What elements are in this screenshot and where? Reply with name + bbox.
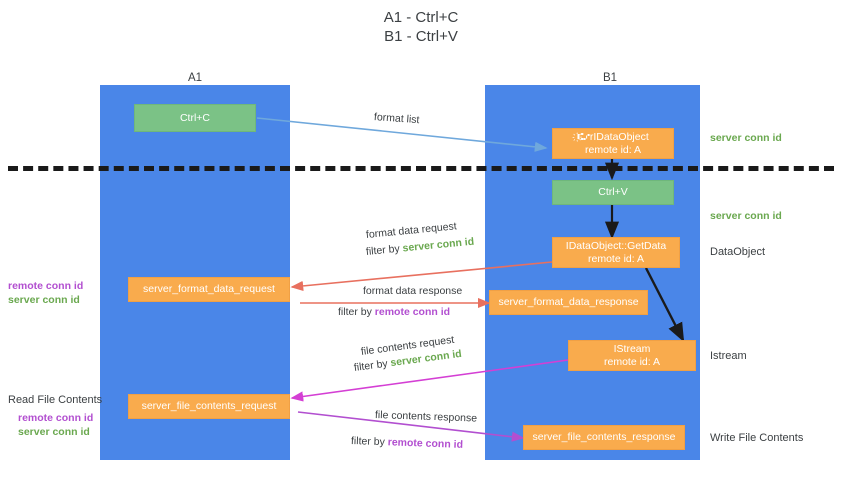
box-server-file-contents-response-label: server_file_contents_response (532, 431, 676, 444)
box-ctrl-v-label: Ctrl+V (598, 186, 628, 199)
column-header-b1-name: B1 (602, 71, 618, 84)
right-label-write-file-contents-text: Write File Contents (710, 432, 804, 444)
right-label-dataobject: DataObject (710, 245, 765, 259)
label-format-data-response: format data response (363, 284, 462, 298)
box-server-file-contents-response: server_file_contents_response (523, 425, 685, 450)
label-format-data-request-filter-prefix: filter by (365, 242, 404, 258)
label-file-contents-response-filter-prefix: filter by (350, 435, 388, 449)
box-idataobject-getdata-line1: IDataObject::GetData (565, 240, 667, 252)
label-format-data-request-filter-value: server conn id (402, 235, 475, 255)
right-label-write-file-contents: Write File Contents (710, 431, 803, 445)
box-setdata-idataobject-line1: ҉⑆⑇rIDataObject (577, 131, 649, 143)
label-file-contents-response: file contents response (375, 408, 478, 426)
left-label-server-conn-bottom: server conn id (18, 425, 90, 438)
box-server-format-data-request-label: server_format_data_request (143, 283, 275, 296)
left-label-read-file-contents: Read File Contents (8, 393, 102, 407)
right-label-server-conn-mid-text: server conn id (710, 210, 782, 222)
box-idataobject-getdata: IDataObject::GetData remote id: A (552, 237, 680, 268)
label-file-contents-response-filter-value: remote conn id (387, 436, 464, 451)
box-setdata-idataobject-line2: remote id: A (584, 143, 642, 156)
box-istream-line2: remote id: A (603, 355, 661, 368)
box-ctrl-c-label: Ctrl+C (179, 111, 211, 124)
left-label-conn-mid: remote conn id server conn id (8, 280, 83, 307)
phase-separator (8, 166, 834, 171)
label-format-data-response-filter-value: remote conn id (374, 306, 451, 318)
label-format-data-response-filter-prefix: filter by (338, 306, 375, 318)
right-label-dataobject-text: DataObject (710, 246, 766, 258)
box-idataobject-getdata-line2: remote id: A (587, 252, 645, 265)
right-label-server-conn-top: server conn id (710, 132, 782, 146)
left-label-server-conn-mid: server conn id (8, 293, 80, 306)
left-label-remote-conn-bottom: remote conn id (18, 412, 94, 424)
label-format-list: format list (374, 110, 420, 127)
label-format-list-text: format list (373, 111, 420, 127)
box-server-file-contents-request-label: server_file_contents_request (141, 400, 277, 413)
right-label-server-conn-top-text: server conn id (710, 132, 782, 144)
column-header-a1-name: A1 (187, 71, 203, 84)
diagram-title: A1 - Ctrl+C B1 - Ctrl+V (383, 9, 459, 45)
right-label-istream-text: Istream (710, 350, 747, 362)
label-file-contents-response-filter: filter by remote conn id (351, 434, 463, 452)
label-format-data-response-filter: filter by remote conn id (338, 305, 450, 319)
box-istream: IStream remote id: A (568, 340, 696, 371)
box-ctrl-c: Ctrl+C (134, 104, 256, 132)
right-label-istream: Istream (710, 349, 747, 363)
box-istream-line1: IStream (613, 343, 651, 355)
box-server-format-data-request: server_format_data_request (128, 277, 290, 302)
label-format-data-response-text: format data response (363, 285, 463, 297)
left-label-remote-conn-mid: remote conn id (8, 280, 84, 292)
box-server-format-data-response-label: server_format_data_response (498, 296, 639, 309)
box-ctrl-v: Ctrl+V (552, 180, 674, 205)
box-server-format-data-response: server_format_data_response (489, 290, 648, 315)
left-label-conn-bottom: remote conn id server conn id (18, 412, 93, 439)
right-label-server-conn-mid: server conn id (710, 210, 782, 224)
label-file-contents-response-text: file contents response (374, 409, 478, 425)
left-label-read-file-contents-text: Read File Contents (8, 394, 103, 406)
label-file-contents-request-filter-prefix: filter by (353, 357, 392, 374)
box-setdata-idataobject: ҉⑆⑇rIDataObject remote id: A (552, 128, 674, 159)
box-server-file-contents-request: server_file_contents_request (128, 394, 290, 419)
